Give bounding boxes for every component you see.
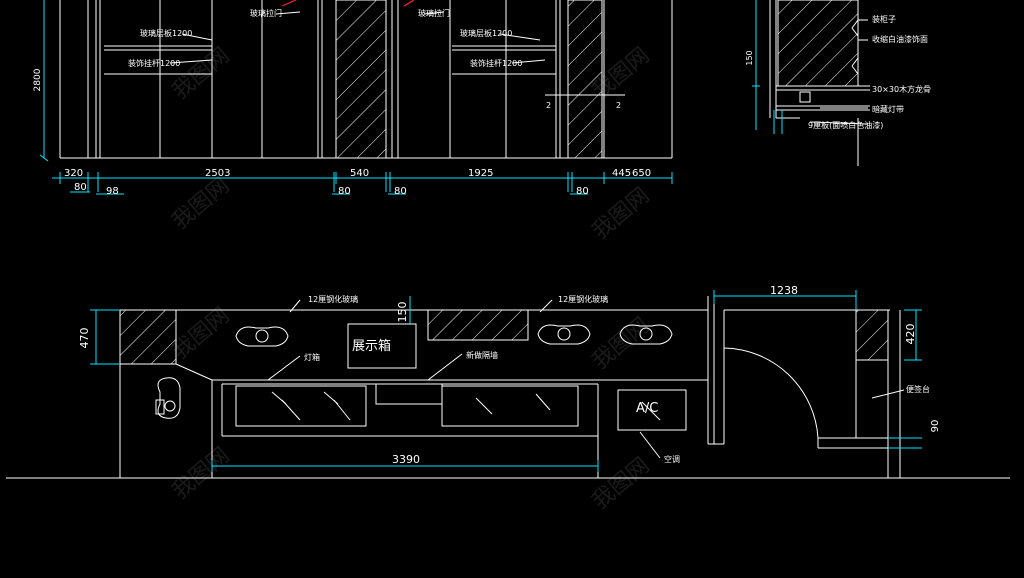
section-mark-2b: 2 — [616, 101, 621, 110]
dim-80-b: 80 — [338, 186, 351, 197]
section-mark-2a: 2 — [546, 101, 551, 110]
dim-470: 470 — [78, 328, 91, 349]
dim-80-a: 80 — [74, 182, 87, 193]
note-top-left: 玻璃拉门 — [250, 8, 282, 18]
dim-2503: 2503 — [205, 168, 230, 179]
label-cabinet: 灯箱 — [304, 352, 320, 362]
chair — [155, 377, 181, 419]
dim-height-2800: 2800 — [33, 68, 43, 91]
dim-320: 320 — [64, 168, 83, 179]
lamp-fixture-2 — [537, 324, 591, 345]
dim-80-c: 80 — [394, 186, 407, 197]
dim-420: 420 — [904, 324, 917, 345]
note-section-2: 收缩白油漆饰面 — [872, 34, 928, 44]
watermark: 我图网 — [168, 443, 235, 505]
furniture — [155, 324, 673, 419]
section-dims — [752, 0, 783, 134]
dim-3390: 3390 — [392, 453, 420, 466]
elevation-leaders — [169, 11, 546, 64]
section-leaders — [809, 19, 869, 125]
hatched-column-right — [567, 0, 603, 159]
dim-90: 90 — [930, 420, 941, 433]
dim-650: 650 — [632, 168, 651, 179]
dim-98: 98 — [106, 186, 119, 197]
note-section-3: 30×30木方龙骨 — [872, 84, 931, 94]
elevation-dimensions — [39, 0, 673, 195]
label-display-box: 展示箱 — [352, 338, 391, 354]
lamp-fixture-1 — [235, 326, 289, 347]
floor-plan — [6, 296, 1010, 479]
hatched-wall-right — [855, 309, 889, 361]
label-ac-box: A/C — [636, 401, 658, 416]
hatched-column-left — [335, 0, 387, 159]
red-marks — [281, 0, 415, 7]
dim-445: 445 — [612, 168, 631, 179]
lamp-fixture-3 — [619, 324, 673, 345]
dim-150-section: 150 — [745, 50, 754, 65]
watermark: 我图网 — [168, 303, 235, 365]
note-glass-shelf-left: 玻璃层板1200 — [140, 28, 192, 38]
dim-150-plan: 150 — [396, 302, 409, 323]
label-glass-wall-2: 12厘钢化玻璃 — [558, 294, 608, 304]
watermark: 我图网 — [168, 173, 235, 235]
note-section-4: 暗藏灯带 — [872, 104, 904, 114]
plan-dimensions — [90, 290, 922, 472]
label-ac: 空调 — [664, 454, 680, 464]
note-section-5: 9厘板(面喷白色油漆) — [808, 120, 883, 130]
plan-leaders — [267, 299, 905, 459]
watermark: 我图网 — [588, 183, 655, 245]
hatched-wall-mid — [427, 309, 529, 341]
dim-540: 540 — [350, 168, 369, 179]
section-detail — [769, 0, 870, 166]
note-top-mid: 玻璃拉门 — [418, 8, 450, 18]
note-wood-shelf-right: 装饰挂杆1200 — [470, 58, 522, 68]
label-glass-wall-1: 12厘钢化玻璃 — [308, 294, 358, 304]
label-reception: 便签台 — [906, 384, 930, 394]
hatched-wall-left — [119, 309, 177, 365]
note-section-1: 装柜子 — [872, 14, 896, 24]
dim-1925: 1925 — [468, 168, 493, 179]
label-partition: 新做隔墙 — [466, 350, 498, 360]
elevation-drawing — [59, 0, 673, 159]
note-glass-shelf-right: 玻璃层板1200 — [460, 28, 512, 38]
dim-80-d: 80 — [576, 186, 589, 197]
dim-1238: 1238 — [770, 284, 798, 297]
note-wood-shelf-left: 装饰挂杆1200 — [128, 58, 180, 68]
